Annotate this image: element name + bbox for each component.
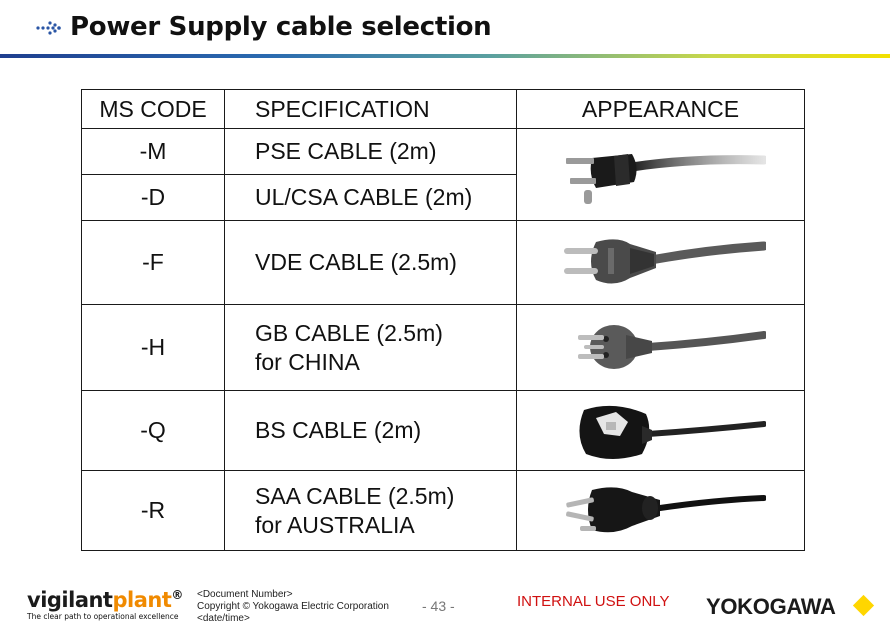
table-row: -Q BS CABLE (2m) — [81, 390, 805, 471]
document-info: <Document Number> Copyright © Yokogawa E… — [197, 589, 389, 625]
uk-plug-icon — [578, 405, 766, 459]
spec-line: PSE CABLE (2m) — [255, 138, 437, 164]
table-row: -R SAA CABLE (2.5m) for AUSTRALIA — [81, 470, 805, 551]
specification-cell: GB CABLE (2.5m) for CHINA — [224, 304, 517, 391]
spec-line: SAA CABLE (2.5m) — [255, 482, 455, 509]
schuko-plug-icon — [563, 238, 766, 284]
ms-code-cell: -H — [81, 304, 225, 391]
page-title: Power Supply cable selection — [70, 12, 492, 42]
header-gradient-bar — [0, 54, 890, 58]
copyright-text: Copyright © Yokogawa Electric Corporatio… — [197, 601, 389, 612]
internal-use-label: INTERNAL USE ONLY — [517, 593, 670, 610]
column-header: APPEARANCE — [516, 89, 805, 129]
logo-tagline: The clear path to operational excellence — [27, 612, 179, 621]
table-row: -F VDE CABLE (2.5m) — [81, 220, 805, 305]
yokogawa-diamond-icon — [852, 594, 875, 617]
ms-code-cell: -R — [81, 470, 225, 551]
column-header: SPECIFICATION — [224, 89, 517, 129]
date-time: <date/time> — [197, 613, 250, 624]
appearance-cell — [516, 128, 805, 221]
ms-code-cell: -Q — [81, 390, 225, 471]
specification-cell: PSE CABLE (2m) — [224, 128, 517, 175]
slide-header: Power Supply cable selection — [0, 0, 890, 62]
ms-code-cell: -M — [81, 128, 225, 175]
spec-line: VDE CABLE (2.5m) — [255, 249, 457, 275]
document-number: <Document Number> — [197, 589, 293, 600]
page-number: - 43 - — [422, 598, 455, 614]
table-row: -M PSE CABLE (2m) — [81, 128, 805, 221]
dotted-arrow-icon — [36, 21, 61, 35]
table-row: -D UL/CSA CABLE (2m) — [81, 174, 805, 221]
cable-selection-table: MS CODE SPECIFICATION APPEARANCE -M PSE … — [81, 89, 805, 551]
vigilantplant-logo: vigilantplant® — [27, 588, 183, 612]
yokogawa-logo: YOKOGAWA — [706, 594, 836, 619]
specification-cell: UL/CSA CABLE (2m) — [224, 174, 517, 221]
au-plug-icon — [565, 486, 766, 532]
ms-code-cell: -F — [81, 220, 225, 305]
specification-cell: SAA CABLE (2.5m) for AUSTRALIA — [224, 470, 517, 551]
spec-line: BS CABLE (2m) — [255, 417, 422, 443]
spec-line: UL/CSA CABLE (2m) — [255, 184, 473, 210]
registered-mark: ® — [171, 588, 183, 602]
specification-cell: BS CABLE (2m) — [224, 390, 517, 471]
appearance-cell — [516, 390, 805, 471]
ms-code-cell: -D — [81, 174, 225, 221]
spec-line: GB CABLE (2.5m) — [255, 319, 443, 346]
logo-text: plant — [112, 588, 172, 612]
column-header: MS CODE — [81, 89, 225, 129]
slide-footer: vigilantplant® The clear path to operati… — [0, 580, 890, 624]
us-plug-icon — [565, 153, 766, 204]
spec-line: for CHINA — [255, 348, 360, 375]
appearance-cell — [516, 304, 805, 391]
logo-text: vigilant — [27, 588, 113, 612]
appearance-cell — [516, 470, 805, 551]
table-row: -H GB CABLE (2.5m) for CHINA — [81, 304, 805, 391]
table-header-row: MS CODE SPECIFICATION APPEARANCE — [81, 89, 805, 129]
specification-cell: VDE CABLE (2.5m) — [224, 220, 517, 305]
spec-line: for AUSTRALIA — [255, 511, 415, 538]
china-plug-icon — [577, 324, 766, 369]
appearance-cell — [516, 220, 805, 305]
